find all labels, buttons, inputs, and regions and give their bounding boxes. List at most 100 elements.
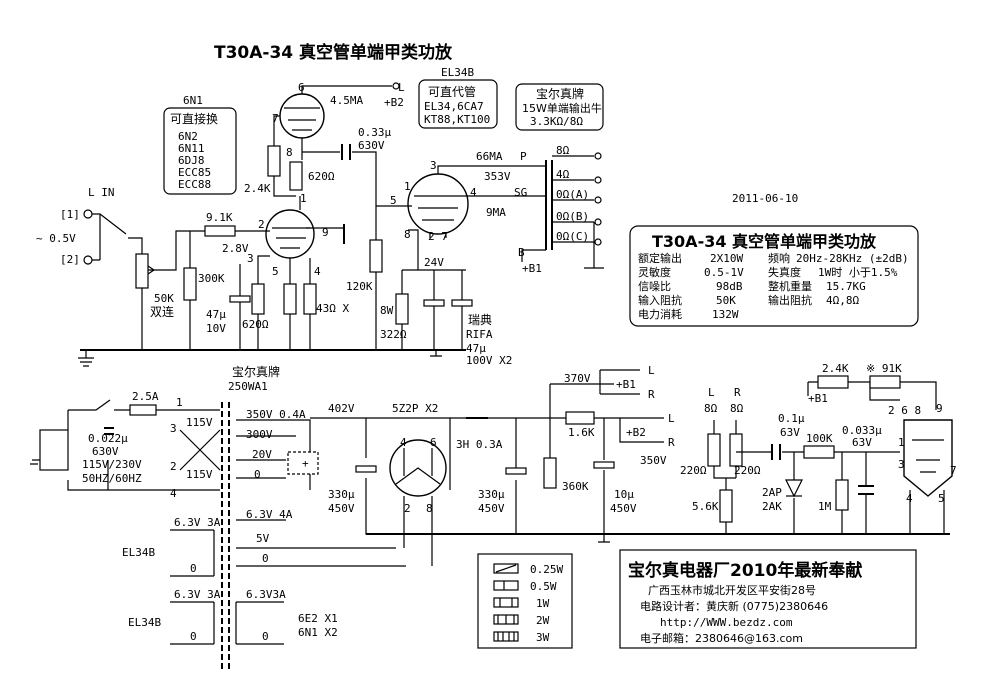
spec-box: [629, 225, 919, 327]
ind-pin-1: 1: [898, 436, 905, 449]
el34-cathode-wiring: [401, 269, 466, 350]
b2-label: +B2: [384, 96, 404, 109]
primary-windings: [179, 409, 221, 491]
b2-plus: +B2: [626, 426, 646, 439]
transformer-impedance: 3.3KΩ/8Ω: [530, 115, 583, 128]
legend-label: 1W: [536, 597, 550, 610]
transformer-spec: 15W单端输出牛: [522, 101, 602, 115]
c-450c: 450V: [610, 502, 637, 515]
ground-icon: [598, 534, 610, 543]
el34-pin-5: 5: [390, 194, 397, 207]
spec-value: 1W时 小于1.5%: [818, 266, 898, 279]
rect-pin-8: 8: [426, 502, 433, 515]
sub-item: 6N2: [178, 130, 198, 143]
heater-3-wiring: [235, 601, 284, 645]
sub-item: ECC88: [178, 178, 211, 191]
ind-c63b: 63V: [852, 436, 872, 449]
b1-label: +B1: [522, 262, 542, 275]
resistor-1k6: [565, 411, 595, 425]
v-24-label: 24V: [424, 256, 444, 269]
spec-key: 整机重量: [768, 279, 812, 293]
spec-value: 0.5-1V: [704, 266, 744, 279]
speaker-terminal[interactable]: [594, 152, 602, 160]
input-level: ~ 0.5V: [36, 232, 76, 245]
input-jack-2[interactable]: [83, 255, 93, 265]
s-300: 300V: [246, 428, 273, 441]
b2-label-l: L: [398, 81, 405, 94]
ind-pin-7: 7: [950, 464, 957, 477]
indicator-b1-wiring: [807, 381, 937, 410]
c-47u-label: 47μ: [206, 308, 226, 321]
factory-email[interactable]: 电子邮箱：2380646@163.com: [640, 631, 803, 645]
rifa-line-4: 100V X2: [466, 354, 512, 367]
heater-wiring: [236, 519, 406, 567]
ind-c63: 63V: [780, 426, 800, 439]
speaker-terminal[interactable]: [594, 176, 602, 184]
speaker-terminal[interactable]: [594, 218, 602, 226]
legend-mark: [499, 598, 513, 607]
legend-mark: [495, 564, 517, 573]
tube-6e2-electrodes: [912, 439, 944, 473]
pin-8: 8: [286, 146, 293, 159]
speaker-terminal[interactable]: [594, 196, 602, 204]
v-402: 402V: [328, 402, 355, 415]
pin-2: 2: [258, 218, 265, 231]
power-brand: 宝尔真牌: [232, 364, 280, 379]
resistor-2k4: [267, 145, 281, 177]
cap-0022u: [104, 427, 114, 435]
tube-6n1-lower: [265, 209, 315, 259]
mains-socket[interactable]: [39, 429, 69, 471]
out-4: 4Ω: [556, 168, 570, 181]
indicator-ground-wiring: [909, 490, 945, 534]
el34-pin-4: 4: [470, 186, 477, 199]
h63-3: 6.3V3A: [246, 588, 286, 601]
factory-website[interactable]: http://WWW.bezdz.com: [660, 616, 793, 629]
out-0b: 0Ω(B): [556, 210, 589, 223]
tube-upper-electrodes: [284, 107, 320, 131]
factory-name: 宝尔真电器厂2010年最新奉献: [628, 560, 862, 581]
bridge-symbol: +: [302, 457, 309, 470]
tube-6n1-electrodes: [272, 227, 310, 249]
pin-1: 1: [176, 396, 183, 409]
cap-330u-a: [355, 465, 377, 473]
r-300k-label: 300K: [198, 272, 225, 285]
sg-label: SG: [514, 186, 527, 199]
rifa-line-3: 47μ: [466, 342, 486, 355]
p-label: P: [520, 150, 527, 163]
indicator-input-wiring: [713, 420, 737, 534]
input-jack-1[interactable]: [83, 209, 93, 219]
factory-box: [619, 549, 917, 649]
ma-66-label: 66MA: [476, 150, 503, 163]
resistor-300k: [183, 267, 197, 301]
secondary-hv-wiring: [236, 419, 311, 490]
spec-title: T30A-34 真空管单端甲类功放: [652, 232, 877, 251]
h63a: 6.3V 4A: [246, 508, 293, 521]
fuse-label: 2.5A: [132, 390, 159, 403]
legend-swatch-05: [493, 580, 519, 591]
b1-split: [599, 369, 640, 395]
resistor-43-a: [283, 283, 297, 315]
r-322-label: 322Ω: [380, 328, 407, 341]
pin-5: 5: [272, 265, 279, 278]
spec-value: 98dB: [716, 280, 743, 293]
ind-5k6: 5.6K: [692, 500, 719, 513]
ind-r2k4: 2.4K: [822, 362, 849, 375]
factory-designer: 电路设计者：黄庆新 (0775)2380646: [640, 599, 828, 613]
volume-pot[interactable]: [135, 253, 149, 289]
input-label: L IN: [88, 186, 115, 199]
r-2k4-label: 2.4K: [244, 182, 271, 195]
ind-r1m: 1M: [818, 500, 832, 513]
power-transformer-core: [221, 402, 230, 670]
speaker-terminal[interactable]: [594, 238, 602, 246]
spec-value: 15.7KG: [826, 280, 866, 293]
sub-item: ECC85: [178, 166, 211, 179]
ind-8b: 8Ω: [730, 402, 744, 415]
b2-terminal: [392, 82, 400, 90]
legend-label: 3W: [536, 631, 550, 644]
resistor-322: [395, 293, 409, 325]
ind-pins-top: 2 6 8: [888, 404, 921, 417]
cap-033u: [341, 144, 351, 160]
resistor-360k: [543, 457, 557, 489]
cap-0033u: [858, 485, 874, 495]
